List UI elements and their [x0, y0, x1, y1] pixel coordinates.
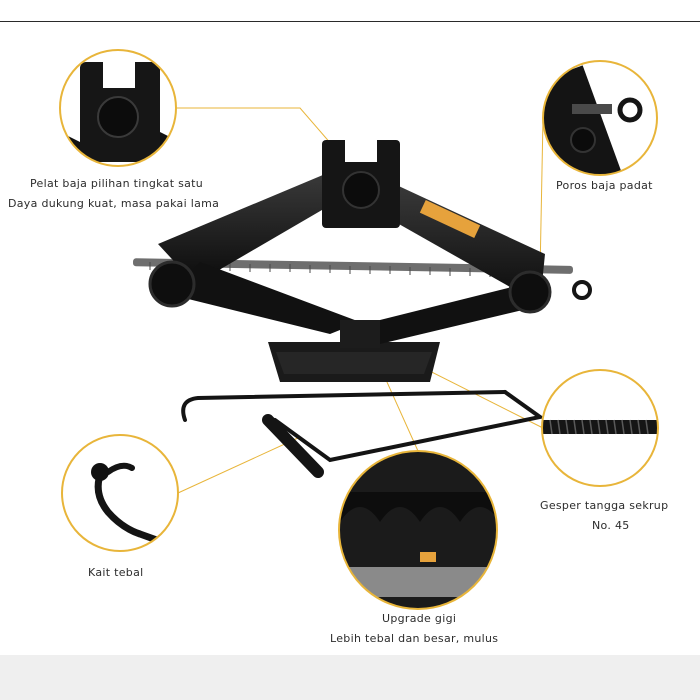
- callout-top-left-line1: Pelat baja pilihan tingkat satu: [30, 177, 204, 190]
- callout-bottom-center-line1: Upgrade gigi: [382, 612, 457, 625]
- bottom-band: [0, 655, 700, 700]
- scissor-jack-illustration: [59, 49, 659, 610]
- detail-circle-top-right: [542, 60, 658, 176]
- callout-top-right-line1: Poros baja padat: [556, 179, 653, 192]
- callout-top-left-line2: Daya dukung kuat, masa pakai lama: [8, 197, 220, 210]
- callout-right-line1: Gesper tangga sekrup: [540, 499, 669, 512]
- detail-circle-bottom-center: [338, 450, 498, 610]
- callout-right-line2: No. 45: [592, 519, 630, 532]
- top-divider: [0, 21, 700, 22]
- callout-bottom-left-line1: Kait tebal: [88, 566, 144, 579]
- callout-bottom-center-line2: Lebih tebal dan besar, mulus: [330, 632, 499, 645]
- detail-circle-right: [541, 369, 659, 487]
- detail-circle-bottom-left: [61, 434, 179, 552]
- crank-handle: [181, 390, 545, 478]
- product-infographic: Pelat baja pilihan tingkat satu Daya duk…: [0, 22, 700, 700]
- scissor-jack: [133, 140, 592, 382]
- detail-circle-top-left: [59, 49, 177, 167]
